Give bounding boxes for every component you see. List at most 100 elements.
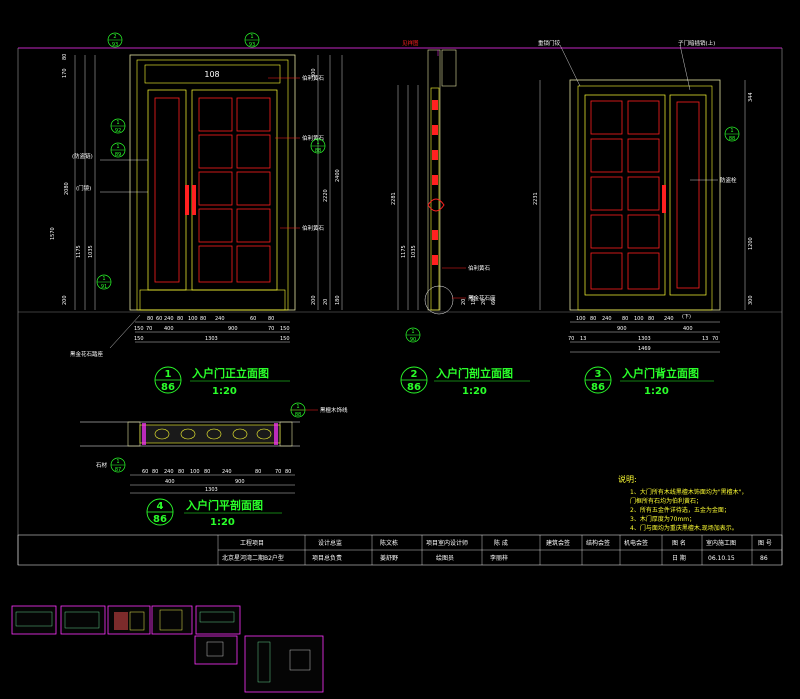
front-transom: [144, 64, 281, 84]
svg-text:88: 88: [729, 136, 735, 142]
section-label-stone: 伯利黄石: [468, 264, 491, 272]
back-main-leaf: [584, 94, 666, 296]
plan-label-wood: 黑檀木饰线: [320, 406, 348, 414]
tb-drawing-name: 室内施工图: [706, 539, 736, 547]
section-leaf: [430, 87, 440, 311]
back-dim-b3-0: 70: [568, 336, 574, 342]
back-door-handle: [662, 185, 666, 213]
front-door-handle-right: [192, 185, 196, 215]
svg-text:1: 1: [102, 276, 105, 282]
svg-text:86: 86: [153, 514, 167, 525]
back-label-lock: 防盗栓: [720, 176, 737, 184]
tb-drawing-name-label: 图 名: [672, 539, 686, 547]
front-dim-b3-1: 1303: [205, 336, 218, 342]
plan-dim-b1-8: 70: [275, 469, 281, 475]
section-dim-6: 60: [491, 299, 497, 305]
tb-arch-sign: 建筑会签: [546, 539, 570, 547]
front-dim-r-3: 200: [311, 295, 317, 305]
section-dim-2: 1035: [411, 245, 417, 258]
front-dim-b1-6: 240: [215, 316, 225, 322]
tb-date: 06.10.15: [708, 555, 735, 562]
plan-dim-b2-0: 400: [165, 479, 175, 485]
front-right-panels: [198, 97, 271, 283]
view-title-1-text: 入户门正立面图: [192, 366, 269, 380]
plan-dim-b1-7: 80: [255, 469, 261, 475]
front-dim-l-4: 1035: [88, 245, 94, 258]
back-dim-r-1: 1200: [748, 237, 754, 250]
layout-thumbnails: [11, 605, 324, 693]
svg-text:88: 88: [295, 412, 301, 418]
front-elevation: 108 80 60 240 80 100 80 240: [50, 32, 343, 358]
front-dim-b1-2: 240: [164, 316, 174, 322]
front-dim-l-1: 80: [62, 54, 68, 60]
svg-text:1: 1: [116, 459, 119, 465]
view-title-2-scale: 1:20: [462, 386, 487, 397]
back-side-leaf: [669, 94, 707, 296]
front-tag-5: 1 91: [96, 274, 112, 290]
plan-panel-marks: [154, 428, 272, 440]
tb-project-name: 北京星河湾二期B2户型: [222, 554, 284, 562]
tb-sheet-no: 86: [760, 555, 768, 562]
svg-text:93: 93: [112, 42, 118, 48]
section-dim-4: 180: [471, 295, 477, 305]
front-dim-l-6: 200: [62, 295, 68, 305]
back-label-bolt: 子门暗插销(上): [678, 39, 715, 47]
tb-sheet-no-label: 图 号: [758, 540, 772, 547]
front-tag-3: 1 89: [110, 142, 126, 158]
front-label-antitheft: (防盗链): [72, 152, 93, 160]
tb-project-lead-name: 姜舒野: [380, 554, 398, 562]
section-detail-circle: [424, 285, 454, 315]
plan-dim-b1-1: 80: [152, 469, 158, 475]
plan-dim-b1-2: 240: [164, 469, 174, 475]
front-label-sill: 黑金花石踏座: [70, 350, 104, 358]
plan-label-stone: 石材: [96, 461, 108, 469]
back-dim-b3-2: 1303: [638, 336, 651, 342]
front-label-eye: (门镜): [76, 184, 91, 192]
plan-dim-b3-0: 1303: [205, 487, 218, 493]
front-dim-b2-3: 900: [228, 326, 238, 332]
svg-text:1: 1: [165, 369, 172, 380]
svg-text:92: 92: [115, 128, 121, 134]
section-top-label: 见祥图: [402, 39, 419, 47]
back-dim-b2-1: 900: [617, 326, 627, 332]
section-panel-marks: [432, 100, 438, 265]
title-block: 工程项目 设计总监 陈文栋 项目室内设计师 陈 成 建筑会签 结构会签 机电会签…: [17, 534, 783, 566]
front-dim-r-0: 300: [311, 68, 317, 78]
notes: 说明: 1、大门所有木线黑檀木饰面均为"黑檀木"， 门框所有石均为伯利黄石； 2…: [618, 474, 747, 532]
section-head: [441, 49, 457, 87]
back-dim-b2-0: 400: [683, 326, 693, 332]
section-dim-1: 1175: [401, 245, 407, 258]
front-dim-b1-8: 80: [268, 316, 274, 322]
back-dim-b1-0: 100: [576, 316, 586, 322]
plan-dim-b1-9: 80: [285, 469, 291, 475]
tb-mep-sign: 机电会签: [624, 539, 648, 547]
front-dim-r-5: 180: [335, 295, 341, 305]
front-dim-b3-0: 150: [134, 336, 144, 342]
front-left-panel: [154, 97, 180, 283]
svg-text:3: 3: [595, 369, 602, 380]
thumb-2: [60, 605, 106, 635]
svg-text:86: 86: [591, 382, 605, 393]
notes-line-4: 4、门与面均为重庆黑檀木,现场加表示。: [630, 524, 738, 532]
tb-project-lead: 项目总负责: [312, 554, 342, 562]
front-dim-r-4: 20: [323, 299, 329, 305]
svg-text:1: 1: [411, 329, 414, 335]
front-inner-frame: [136, 59, 289, 311]
tb-drafter-name: 李丽梓: [490, 554, 508, 562]
plan-section: 黑檀木饰线 石材 1 88 1 87 60 80 240 80 100 80 2…: [80, 402, 348, 494]
back-dim-b1-7: (下): [682, 314, 691, 320]
notes-line-3: 3、木门厚度为70mm；: [630, 515, 695, 523]
svg-text:1: 1: [116, 120, 119, 126]
tb-design-chief-name: 陈文栋: [380, 539, 398, 547]
front-label-stone1: 伯利黄石: [302, 74, 325, 82]
plan-dim-b1-6: 240: [222, 469, 232, 475]
back-dim-b1-5: 80: [648, 316, 654, 322]
front-dim-b2-0: 150: [134, 326, 144, 332]
svg-text:93: 93: [249, 42, 255, 48]
front-tag-1: 1 93: [244, 32, 260, 48]
front-dim-r-2: 2220: [323, 189, 329, 202]
back-dim-b3-1: 13: [580, 336, 586, 342]
plan-tag-1: 1 87: [110, 457, 126, 473]
front-tag-2: 1 92: [110, 118, 126, 134]
